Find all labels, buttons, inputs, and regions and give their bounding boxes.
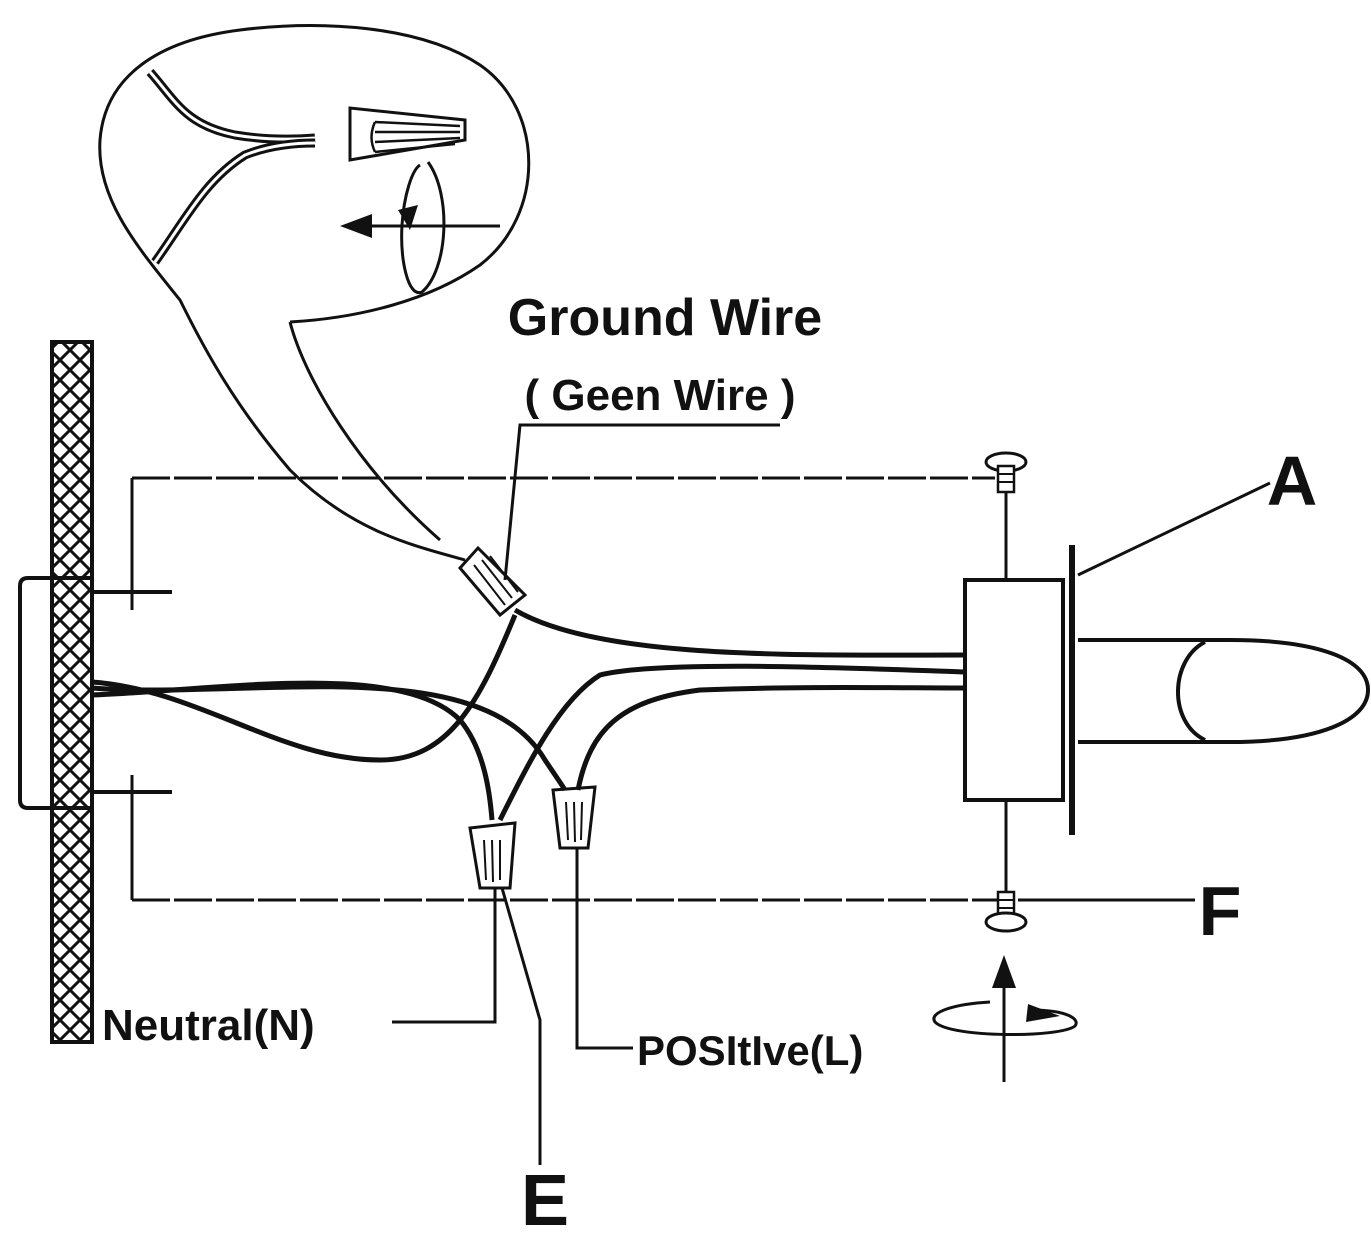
wire-nut-neutral [468,821,517,890]
wall-section [50,340,94,1044]
rotate-arrow-icon [340,161,500,295]
screw-icon [984,800,1028,933]
leader-lines [392,423,1271,1165]
label-e: E [521,1161,569,1237]
label-f: F [1199,872,1242,950]
wire-nut-positive [551,785,597,850]
alignment-lines [132,476,1000,902]
ground-wire-label: Ground Wire [508,289,822,347]
light-fixture [963,545,1371,835]
detail-inset [98,24,531,562]
wire-nut-ground [458,545,528,618]
rotate-arrow-icon [932,955,1078,1082]
positive-label: POSItIve(L) [637,1027,863,1074]
label-a: A [1267,442,1318,520]
wire-nut-icon [348,106,467,162]
green-wire-label: ( Geen Wire ) [525,371,796,420]
neutral-label: Neutral(N) [102,1001,315,1050]
wires [91,607,966,822]
mounting-plate [18,478,172,900]
screw-icon [984,451,1028,580]
